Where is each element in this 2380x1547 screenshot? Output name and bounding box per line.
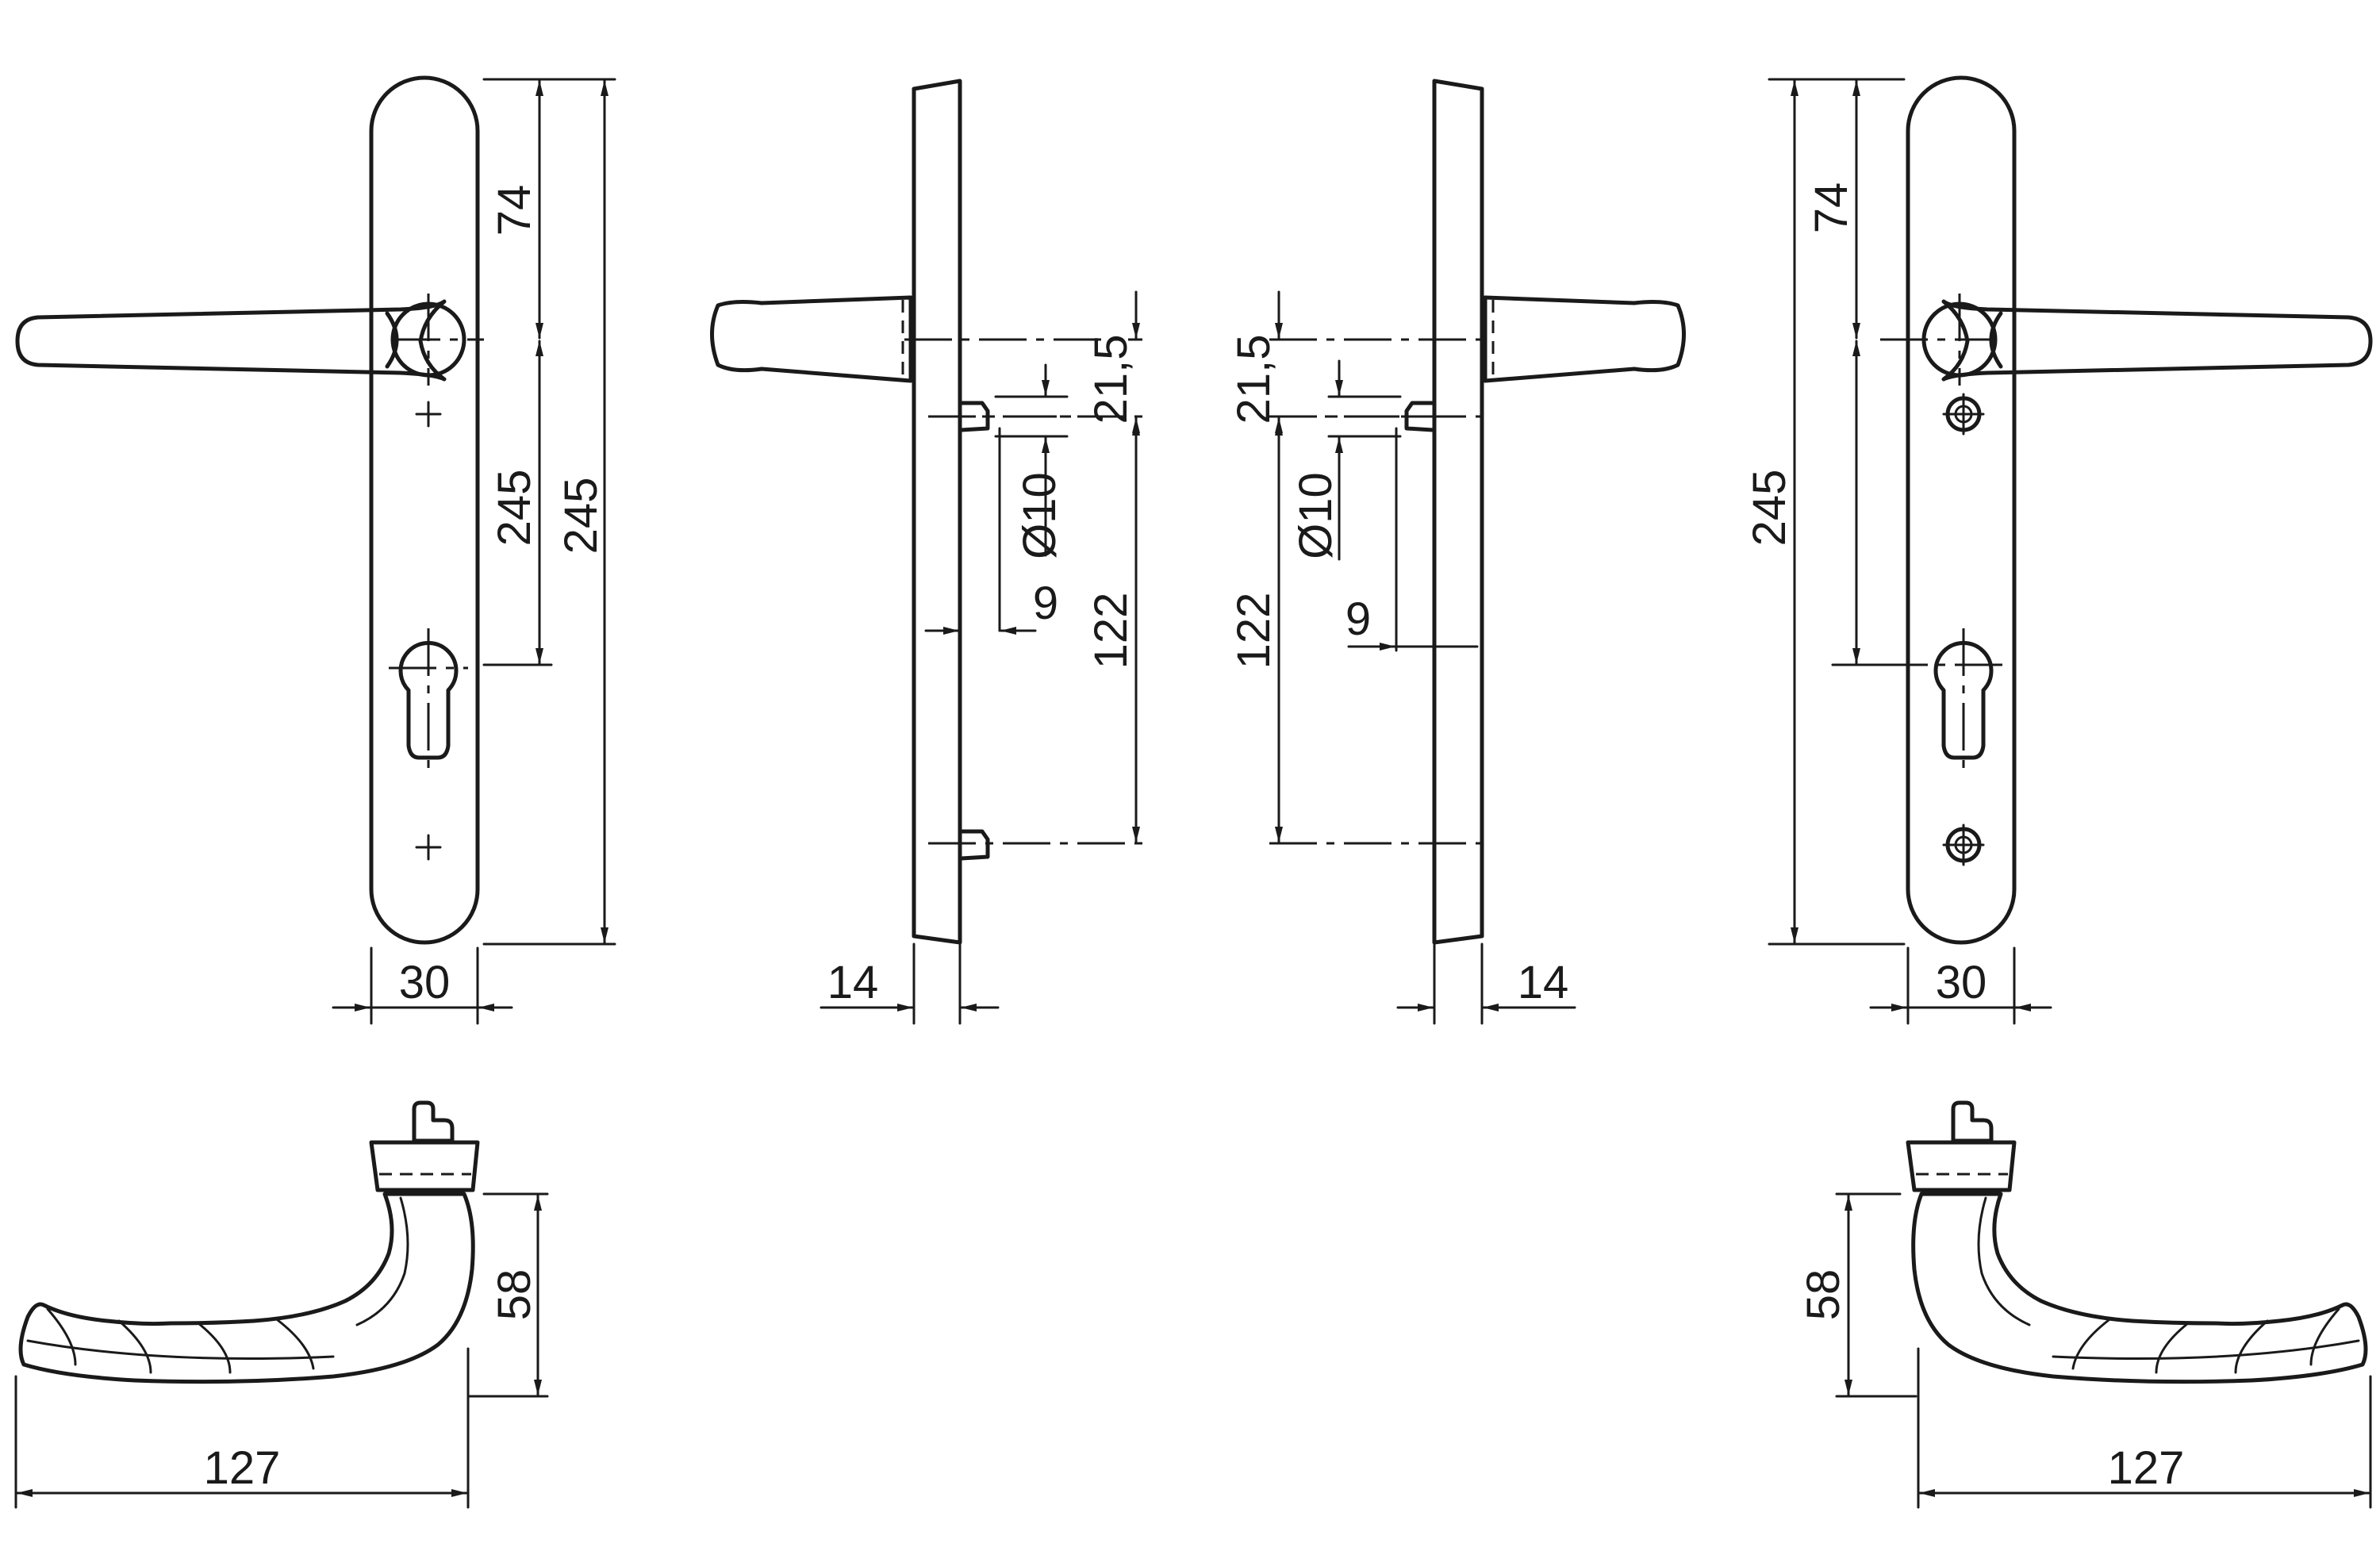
dim-30: 30 <box>399 957 451 1008</box>
dim-14: 14 <box>1518 957 1569 1008</box>
spindle-stub-bottom <box>928 829 1142 861</box>
lever-body <box>18 1192 475 1384</box>
dim-245: 245 <box>1744 470 1795 547</box>
dim-74: 74 <box>489 185 540 236</box>
screw-mark-bottom <box>415 834 442 861</box>
screw-mark-top <box>415 401 442 428</box>
dim-diameter-10: Ø10 <box>1290 472 1342 559</box>
side-view-right: Ø10 9 21,5 122 14 <box>1228 79 1686 1025</box>
lever-body <box>1911 1192 2368 1384</box>
dim-diameter-10: Ø10 <box>1014 472 1065 559</box>
cylinder-cutout <box>1880 628 2003 770</box>
lever-top-view-left: 58 127 <box>14 1100 549 1509</box>
dim-9: 9 <box>1033 578 1058 629</box>
dim-127: 127 <box>204 1442 281 1494</box>
dim-30: 30 <box>1936 957 1987 1008</box>
handle-profile <box>1483 295 1686 383</box>
screw-cap-top <box>1942 393 1985 436</box>
dim-9: 9 <box>1345 593 1371 645</box>
side-view-left: Ø10 9 21,5 122 14 <box>710 79 1142 1025</box>
spindle-stub-top <box>1269 401 1484 432</box>
dim-127: 127 <box>2108 1442 2185 1494</box>
handle-profile <box>710 295 913 383</box>
rose-collar <box>1906 1140 2017 1192</box>
dim-21-5: 21,5 <box>1085 335 1137 424</box>
backplate-outline <box>1906 75 2017 945</box>
front-view-right: 74 245 30 <box>1744 75 2373 1025</box>
screw-cap-bottom <box>1942 823 1985 866</box>
dim-58: 58 <box>489 1269 540 1321</box>
spindle-cap <box>412 1100 455 1143</box>
dim-14: 14 <box>827 957 879 1008</box>
lever-outline <box>15 299 447 382</box>
dim-122: 122 <box>1085 593 1137 670</box>
dim-122: 122 <box>1228 593 1280 670</box>
dim-245: 245 <box>555 478 607 555</box>
front-view-left: 74 245 245 30 <box>15 75 616 1025</box>
plate-profile <box>1432 79 1484 945</box>
dim-74: 74 <box>1806 182 1857 234</box>
spindle-stub-top <box>928 401 1142 432</box>
lever-top-view-right: 58 127 <box>1798 1100 2372 1509</box>
dim-21-5: 21,5 <box>1228 335 1280 424</box>
spindle-cap <box>1951 1100 1994 1143</box>
rose-collar <box>369 1140 480 1192</box>
dim-58: 58 <box>1798 1269 1849 1321</box>
lever-outline <box>1941 299 2373 382</box>
backplate-outline <box>369 75 480 945</box>
cylinder-cutout <box>389 628 468 770</box>
plate-profile <box>912 79 962 945</box>
dim-245-inner: 245 <box>489 470 540 547</box>
